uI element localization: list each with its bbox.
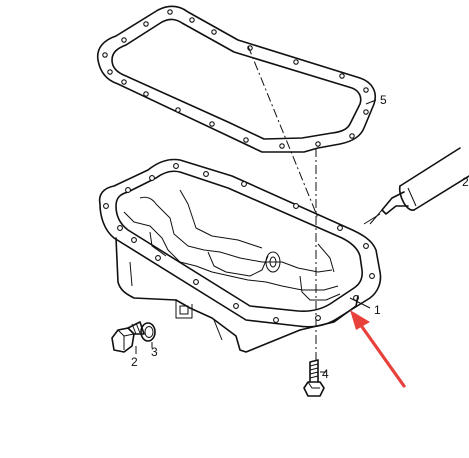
gasket [96,5,376,153]
callout-bolt: 4 [322,367,329,381]
leader-lines [135,99,377,373]
callout-gasket: 5 [380,93,387,107]
washer [140,322,156,342]
callout-sealant-tube: 2 [462,175,469,189]
red-arrow-icon [350,310,406,388]
bolt [303,359,325,397]
callout-washer: 3 [151,345,158,359]
oil-pan [98,158,382,353]
callout-drain-plug: 2 [131,355,138,369]
drain-plug [111,321,145,353]
callout-oil-pan: 1 [374,303,381,317]
sealant-tube [363,147,469,225]
alignment-lines [247,45,319,360]
